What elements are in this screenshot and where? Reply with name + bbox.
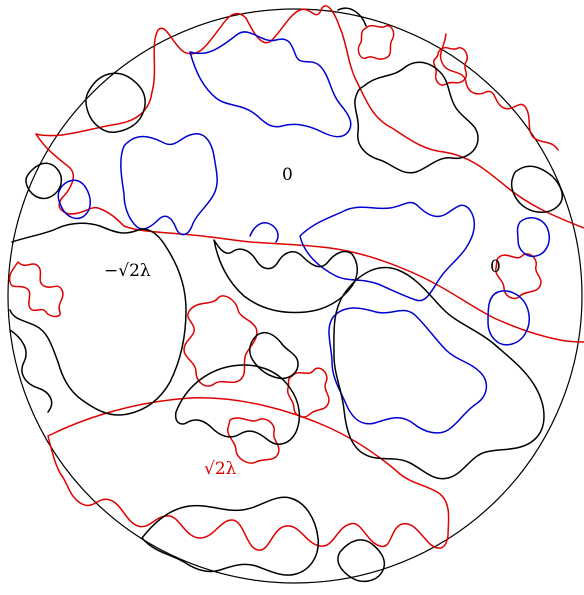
red-lower-band-curve bbox=[47, 397, 450, 551]
boundary-circle bbox=[7, 8, 583, 584]
blue-top-central-curve bbox=[189, 31, 352, 138]
black-center-small-star bbox=[249, 332, 299, 380]
blue-right-loop bbox=[487, 290, 530, 346]
red-star-upper-mid bbox=[357, 24, 395, 60]
black-top-right-curve bbox=[337, 7, 367, 27]
red-upper-band-curve bbox=[35, 5, 584, 229]
blue-far-right-curve bbox=[516, 217, 550, 258]
red-upper-left-curve bbox=[35, 133, 584, 343]
red-right-wavy-curve bbox=[439, 33, 559, 151]
black-top-left-curve bbox=[85, 72, 146, 133]
red-wave-bottom-mid bbox=[227, 417, 280, 464]
black-lower-left-bowl bbox=[174, 364, 301, 445]
red-star-top-right bbox=[433, 46, 469, 86]
label-pos-sqrt2-lambda: √2λ bbox=[204, 459, 237, 479]
label-neg-sqrt2-lambda: −√2λ bbox=[104, 261, 151, 281]
black-upper-right-star bbox=[354, 61, 479, 174]
red-star-small-center bbox=[286, 367, 330, 418]
red-star-left bbox=[8, 261, 64, 318]
label-zero-right: 0 bbox=[490, 257, 501, 277]
black-bottom-right-curve bbox=[337, 539, 386, 583]
black-left-edge-curve bbox=[25, 162, 63, 200]
black-far-right-curve bbox=[510, 165, 563, 213]
black-bottom-curve bbox=[141, 496, 319, 576]
black-big-right-star bbox=[333, 266, 545, 480]
black-left-region-curve bbox=[9, 222, 187, 416]
black-center-bowl bbox=[213, 239, 358, 314]
red-star-center bbox=[183, 295, 258, 387]
blue-left-mid-curve bbox=[120, 133, 218, 236]
red-wave-right-mid bbox=[495, 253, 542, 300]
label-zero-top: 0 bbox=[282, 165, 293, 185]
blue-upper-right-band bbox=[299, 201, 476, 302]
blue-lower-right-curve bbox=[328, 307, 488, 434]
blue-small-center-arc bbox=[249, 222, 279, 243]
black-left-wave bbox=[9, 329, 53, 413]
blue-small-left-curve bbox=[57, 179, 91, 220]
